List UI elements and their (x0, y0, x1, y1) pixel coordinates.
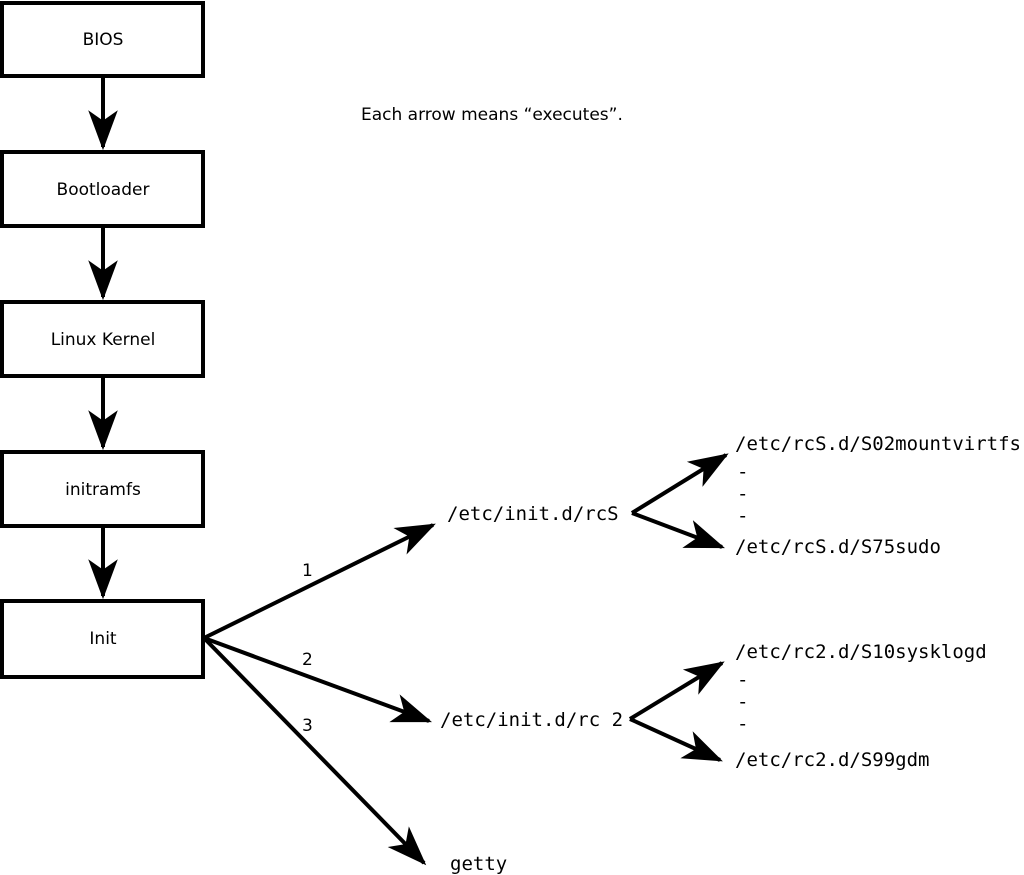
arrow-init-branch-1 (203, 523, 436, 640)
arrow-rc2-to-first (628, 661, 725, 721)
box-bootloader: Bootloader (0, 150, 205, 228)
node-rcs-d-first: /etc/rcS.d/S02mountvirtfs (735, 433, 1021, 455)
branch-number-3: 3 (302, 716, 313, 736)
branch-number-2: 2 (302, 650, 313, 670)
node-getty: getty (450, 853, 507, 875)
arrow-rc2-to-last (629, 717, 723, 762)
rc2-ellipsis-dash-2: - (737, 691, 748, 713)
box-bios: BIOS (0, 1, 205, 78)
box-init-label: Init (89, 629, 117, 649)
rcs-ellipsis-dash-1: - (737, 461, 748, 483)
diagram-caption: Each arrow means “executes”. (361, 105, 623, 125)
box-linux-kernel: Linux Kernel (0, 300, 205, 378)
rc2-ellipsis-dash-3: - (737, 713, 748, 735)
arrow-rcs-to-first (630, 453, 729, 515)
node-rc2-d-first: /etc/rc2.d/S10sysklogd (735, 641, 987, 663)
rc2-ellipsis-dash-1: - (737, 669, 748, 691)
node-init-d-rcs: /etc/init.d/rcS (447, 503, 619, 525)
branch-number-1: 1 (302, 561, 313, 581)
node-rcs-d-last: /etc/rcS.d/S75sudo (735, 536, 941, 558)
box-bios-rect (0, 1, 205, 78)
rcs-ellipsis-dash-2: - (737, 483, 748, 505)
box-bios-label: BIOS (83, 30, 124, 50)
arrow-rcs-to-last (631, 511, 725, 549)
node-init-d-rc2: /etc/init.d/rc 2 (440, 709, 623, 731)
box-bootloader-label: Bootloader (57, 180, 150, 200)
box-initramfs-label: initramfs (65, 480, 141, 500)
box-init: Init (0, 599, 205, 679)
arrow-init-branch-3 (202, 636, 427, 866)
rcs-ellipsis-dash-3: - (737, 505, 748, 527)
arrow-init-branch-2 (203, 636, 433, 723)
box-init-rect (0, 599, 205, 679)
box-linux-kernel-label: Linux Kernel (51, 330, 156, 350)
node-rc2-d-last: /etc/rc2.d/S99gdm (735, 749, 929, 771)
box-initramfs: initramfs (0, 450, 205, 528)
box-initramfs-rect (0, 450, 205, 528)
